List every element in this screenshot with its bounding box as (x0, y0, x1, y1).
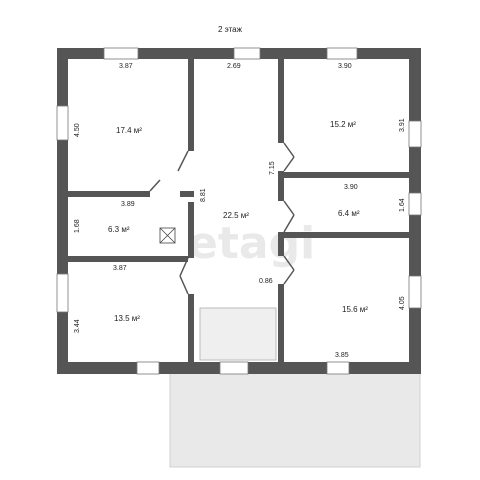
dimension-label: 3.85 (335, 352, 349, 359)
room-area: 13.5 м² (114, 314, 140, 323)
dimension-label: 1.68 (74, 219, 81, 233)
dimension-label: 4.50 (74, 123, 81, 137)
dimension-label: 3.90 (344, 184, 358, 191)
room-area: 22.5 м² (223, 211, 249, 220)
room-area: 6.3 м² (108, 225, 130, 234)
dimension-label: 7.15 (269, 161, 276, 175)
dimension-label: 4.05 (399, 296, 406, 310)
floor-title: 2 этаж (218, 25, 243, 34)
windows (56, 47, 422, 375)
stair-opening (199, 307, 277, 361)
room-area: 15.2 м² (330, 120, 356, 129)
dimension-label: 1.64 (399, 198, 406, 212)
vent-icon (159, 227, 176, 244)
dimension-label: 3.91 (399, 118, 406, 132)
dimension-label: 0.86 (259, 278, 273, 285)
dimension-label: 8.81 (200, 188, 207, 202)
dimension-label: 3.89 (121, 201, 135, 208)
room-area: 17.4 м² (116, 126, 142, 135)
dimension-label: 3.44 (74, 319, 81, 333)
interior-walls (68, 59, 409, 362)
room-area: 15.6 м² (342, 305, 368, 314)
dimension-label: 3.90 (338, 63, 352, 70)
doors (149, 142, 295, 295)
dimension-label: 3.87 (119, 63, 133, 70)
terrace (169, 366, 421, 468)
room-area: 6.4 м² (338, 209, 360, 218)
dimension-label: 3.87 (113, 265, 127, 272)
watermark: etagi (188, 218, 315, 269)
dimension-label: 2.69 (227, 63, 241, 70)
